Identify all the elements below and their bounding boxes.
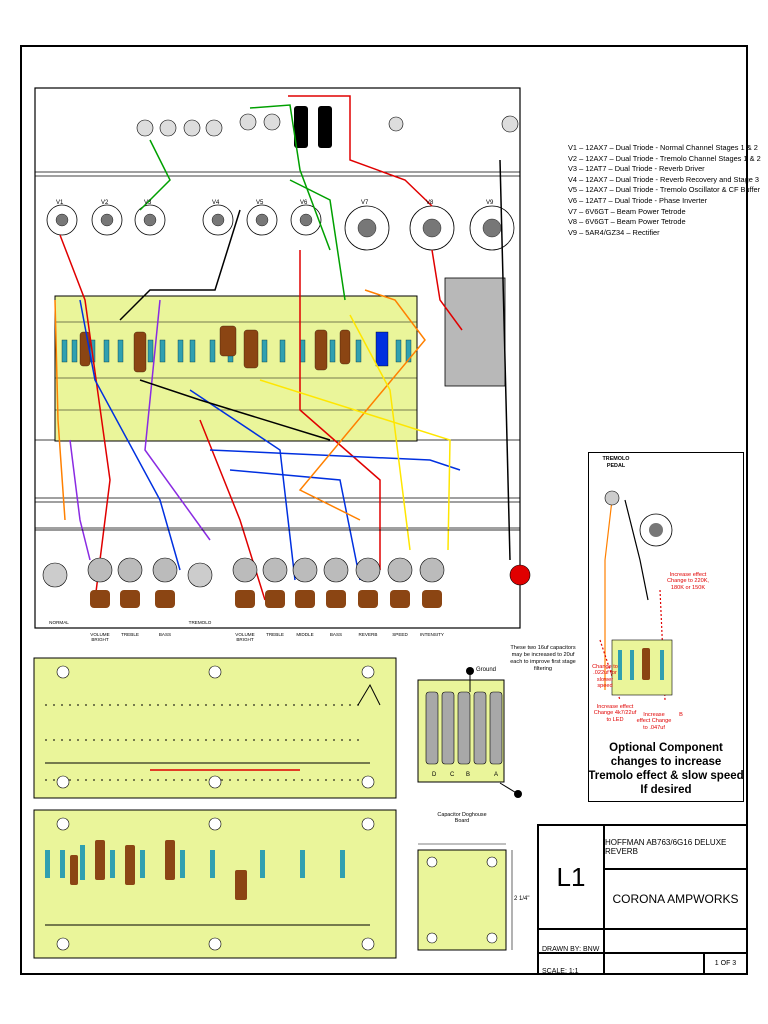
tube-label-v8: V8 — [426, 200, 434, 206]
company-name: CORONA AMPWORKS — [612, 892, 739, 906]
tube-line-v2: V2 – 12AX7 – Dual Triode - Tremolo Chann… — [568, 153, 761, 163]
tube-label-v4: V4 — [212, 200, 220, 206]
doghouse-board-label: Capacitor Doghouse Board — [437, 812, 487, 824]
drawing-sheet-border — [20, 45, 748, 975]
note-change-slower: Change to .022uf for slower speed — [592, 664, 618, 690]
tube-line-v3: V3 – 12AT7 – Dual Triode - Reverb Driver — [568, 164, 705, 174]
note-increase-effect-1: Increase effect Change to 220K, 180K or … — [667, 572, 709, 591]
tube-label-v2: V2 — [101, 200, 109, 206]
pot-label-speed: SPEED — [392, 632, 408, 637]
sheet-number: 1 OF 3 — [714, 960, 737, 967]
optional-changes-caption: Optional Component changes to increase T… — [588, 742, 744, 796]
tremolo-options-box — [588, 452, 744, 802]
note-b: B — [679, 712, 683, 718]
revision-cell — [604, 929, 747, 953]
drawn-by: DRAWN BY: BNW — [542, 946, 600, 953]
drawn-by-cell: DRAWN BY: BNW — [538, 929, 604, 953]
tube-label-v3: V3 — [144, 200, 152, 206]
tube-line-v4: V4 – 12AX7 – Dual Triode - Reverb Recove… — [568, 174, 760, 184]
tube-label-v5: V5 — [256, 200, 264, 206]
drawing-title: HOFFMAN AB763/6G16 DELUXE REVERB — [605, 838, 727, 856]
pot-label-volume-bright-2: VOLUME BRIGHT — [235, 632, 255, 642]
blank-cell — [604, 953, 704, 974]
scale: SCALE: 1:1 — [542, 968, 579, 975]
pot-label-volume-bright-1: VOLUME BRIGHT — [90, 632, 110, 642]
tremolo-pedal-label: TREMOLO PEDAL — [602, 456, 630, 469]
pot-label-middle: MIDDLE — [296, 632, 314, 637]
note-increase-led: Increase effect Change 4k7/22uf to LED — [593, 704, 637, 723]
tube-line-v7: V7 – 6V6GT – Beam Power Tetrode — [568, 206, 686, 216]
ground-label: Ground — [476, 667, 497, 673]
tube-label-v6: V6 — [300, 200, 308, 206]
cap-letter-c: C — [450, 772, 455, 778]
pot-label-bass-2: BASS — [329, 632, 343, 637]
pot-label-treble-1: TREBLE — [121, 632, 139, 637]
drawing-number-cell: L1 — [538, 825, 604, 929]
tube-line-v5: V5 – 12AX7 – Dual Triode - Tremolo Oscil… — [568, 185, 761, 195]
cap-letter-d: D — [432, 772, 437, 778]
company-cell: CORONA AMPWORKS — [604, 869, 747, 929]
pot-label-bass-1: BASS — [158, 632, 172, 637]
cap-letter-a: A — [494, 772, 499, 778]
pot-label-treble-2: TREBLE — [266, 632, 284, 637]
tube-function-list: V1 – 12AX7 – Dual Triode - Normal Channe… — [568, 143, 761, 238]
pot-label-reverb: REVERB — [358, 632, 378, 637]
title-block: L1 HOFFMAN AB763/6G16 DELUXE REVERB CORO… — [537, 824, 748, 975]
tube-label-v7: V7 — [361, 200, 369, 206]
title-cell: HOFFMAN AB763/6G16 DELUXE REVERB — [604, 825, 747, 869]
pot-label-intensity: INTENSITY — [420, 632, 444, 637]
tube-label-v9: V9 — [486, 200, 494, 206]
cap-letter-b: B — [466, 772, 471, 778]
tube-label-v1: V1 — [56, 200, 64, 206]
pot-label-normal: NORMAL — [49, 620, 69, 625]
sheet-cell: 1 OF 3 — [704, 953, 747, 974]
tube-line-v1: V1 – 12AX7 – Dual Triode - Normal Channe… — [568, 143, 758, 152]
capacitor-filter-note: These two 16uf capacitors may be increas… — [510, 645, 576, 672]
tube-line-v8: V8 – 6V6GT – Beam Power Tetrode — [568, 217, 686, 227]
scale-cell: SCALE: 1:1 — [538, 953, 604, 975]
pot-label-tremolo: TREMOLO — [188, 620, 212, 625]
tube-line-v9: V9 – 5AR4/GZ34 – Rectifier — [568, 227, 660, 237]
drawing-number: L1 — [556, 861, 586, 892]
dimension-label: 2 1/4" — [514, 896, 530, 902]
tube-line-v6: V6 – 12AT7 – Dual Triode - Phase Inverte… — [568, 195, 708, 205]
note-increase-047: Increase effect Change to .047uf — [636, 712, 672, 731]
